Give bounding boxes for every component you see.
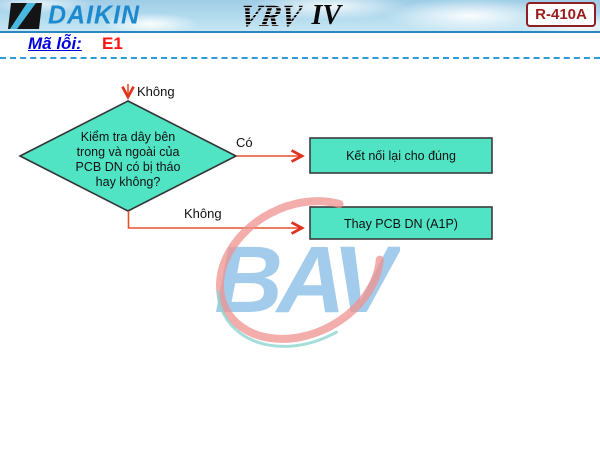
yes-action-box [309, 137, 493, 174]
decision-text-line: PCB DN có bị tháo [76, 160, 181, 174]
header-banner: DAIKIN VRV IV R-410A [0, 0, 600, 33]
vrv-generation: IV [311, 0, 342, 31]
error-code-label: Mã lỗi: [28, 34, 82, 53]
no-action-text: Thay PCB DN (A1P) [344, 217, 458, 231]
daikin-logo: DAIKIN [8, 0, 141, 30]
error-code-value: E1 [102, 34, 123, 53]
error-code-bar: Mã lỗi: E1 [0, 33, 600, 59]
yes-action-text: Kết nối lại cho đúng [346, 149, 456, 163]
yes-branch-label: Có [236, 135, 253, 150]
product-logo: VRV IV [237, 0, 342, 33]
decision-text-line: trong và ngoài của [77, 145, 180, 159]
entry-branch-label: Không [137, 84, 175, 99]
daikin-mark-icon [8, 2, 42, 29]
daikin-wordmark: DAIKIN [48, 0, 141, 30]
decision-text-line: hay không? [96, 175, 161, 189]
no-branch-label: Không [184, 206, 222, 221]
refrigerant-badge: R-410A [526, 2, 596, 27]
decision-text-line: Kiểm tra dây bên [81, 130, 176, 144]
